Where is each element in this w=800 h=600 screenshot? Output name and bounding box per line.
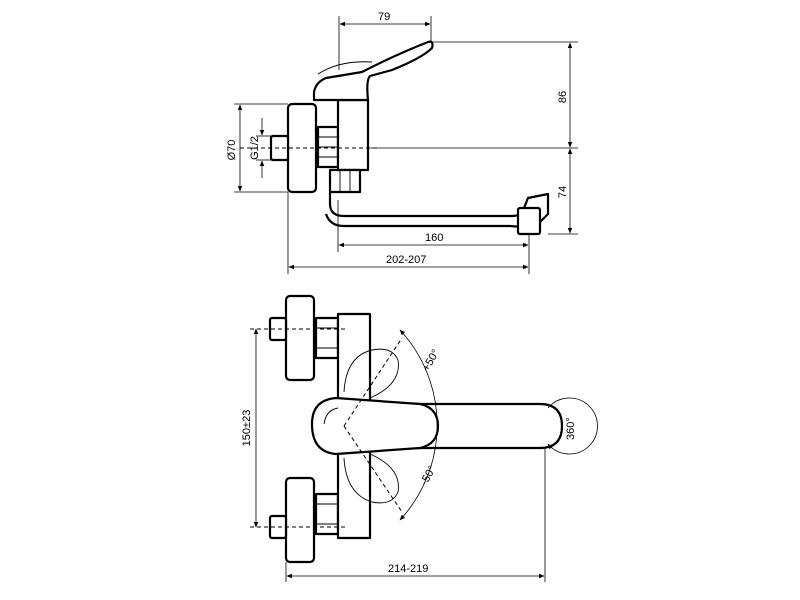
dim-lever-height: 86 bbox=[557, 91, 569, 103]
lever-ghost-minus bbox=[343, 453, 399, 504]
side-dimensions: 79 86 74 Ø70 G1/2 160 202-207 bbox=[226, 11, 578, 274]
aerator-side bbox=[516, 206, 542, 236]
dim-outlet-height: 74 bbox=[557, 186, 569, 198]
hex-nut-top-upper bbox=[314, 316, 340, 360]
dim-centers: 150±23 bbox=[241, 410, 253, 447]
lever-side bbox=[312, 40, 434, 102]
hex-nut-top-lower bbox=[314, 492, 340, 536]
dim-spout-rotation: 360° bbox=[565, 417, 577, 440]
valve-body-side bbox=[336, 98, 370, 172]
spout-side bbox=[324, 192, 550, 228]
rosette-upper bbox=[284, 294, 316, 382]
side-view bbox=[240, 40, 550, 236]
dim-rosette-diameter: Ø70 bbox=[226, 140, 238, 161]
lever-ghost-plus bbox=[343, 348, 399, 399]
lever-top bbox=[310, 396, 440, 456]
top-view bbox=[250, 294, 598, 564]
hex-nut-lower bbox=[328, 168, 362, 194]
rosette-lower bbox=[284, 476, 316, 564]
dim-spout-reach: 160 bbox=[425, 232, 443, 244]
dim-swing-minus: -50° bbox=[418, 464, 439, 488]
dim-width-top: 214-219 bbox=[388, 563, 428, 575]
dim-lever-reach: 79 bbox=[378, 11, 390, 23]
dim-thread: G1/2 bbox=[249, 136, 261, 160]
dim-swing-plus: +50° bbox=[420, 348, 442, 374]
dim-depth-side: 202-207 bbox=[386, 254, 426, 266]
